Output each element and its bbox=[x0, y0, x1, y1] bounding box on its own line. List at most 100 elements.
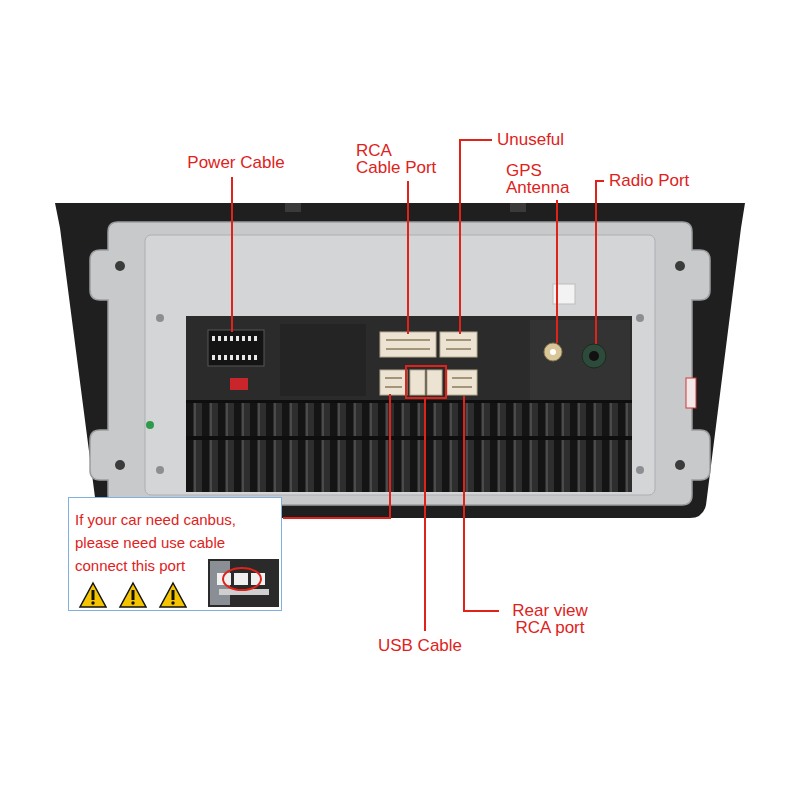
port-photo-part bbox=[223, 568, 261, 590]
port-photo-part bbox=[208, 559, 279, 607]
metal-plate bbox=[146, 421, 154, 429]
warning-mark bbox=[132, 590, 135, 600]
power-connector bbox=[248, 336, 251, 341]
power-connector bbox=[254, 336, 257, 341]
power-connector bbox=[254, 355, 257, 360]
antenna-port bbox=[582, 344, 606, 368]
white-connector bbox=[380, 332, 436, 357]
metal-plate bbox=[636, 314, 644, 322]
power-connector bbox=[230, 355, 233, 360]
text-holder: If your car need canbus, please need use… bbox=[75, 508, 267, 577]
power-connector bbox=[242, 336, 245, 341]
part-label: RCA Cable Port bbox=[356, 142, 448, 176]
radio-unit bbox=[186, 400, 632, 492]
warning-mark bbox=[91, 601, 94, 604]
power-connector bbox=[236, 355, 239, 360]
metal-plate bbox=[90, 222, 710, 505]
dash-bezel bbox=[285, 203, 301, 212]
white-connector bbox=[447, 370, 477, 395]
label-text: USB Cable bbox=[378, 636, 462, 655]
port-photo bbox=[208, 559, 279, 607]
radio-unit bbox=[186, 400, 632, 403]
power-connector bbox=[212, 336, 215, 341]
antenna-port bbox=[589, 351, 599, 361]
radio-unit bbox=[186, 436, 632, 440]
metal-plate bbox=[115, 261, 125, 271]
label-text: Rear view RCA port bbox=[512, 601, 588, 637]
power-connector bbox=[218, 355, 221, 360]
white-connector bbox=[380, 370, 407, 395]
radio-unit bbox=[186, 316, 632, 492]
callout-text: If your car need canbus, please need use… bbox=[75, 508, 267, 577]
label-text: Radio Port bbox=[609, 171, 689, 190]
metal-plate bbox=[145, 235, 655, 495]
warning-triangle bbox=[120, 583, 146, 607]
metal-plate bbox=[90, 222, 710, 505]
white-connector bbox=[427, 370, 442, 395]
warning-mark bbox=[172, 590, 175, 600]
radio-unit bbox=[280, 324, 366, 396]
leader-line bbox=[596, 181, 604, 344]
power-connector bbox=[208, 330, 264, 390]
warning-mark bbox=[92, 590, 95, 600]
metal-plate bbox=[156, 466, 164, 474]
metal-plate bbox=[686, 378, 696, 408]
metal-plate bbox=[156, 314, 164, 322]
label-text: GPS Antenna bbox=[506, 161, 569, 197]
metal-plate bbox=[675, 261, 685, 271]
power-connector bbox=[230, 336, 233, 341]
label-text: Unuseful bbox=[497, 130, 564, 149]
power-connector bbox=[248, 355, 251, 360]
power-connector bbox=[230, 378, 248, 390]
leader-line bbox=[231, 177, 233, 332]
dash-bezel bbox=[55, 203, 745, 518]
metal-plate bbox=[675, 460, 685, 470]
antenna-port bbox=[544, 343, 606, 368]
warning-mark bbox=[171, 601, 174, 604]
power-connector bbox=[212, 355, 215, 360]
dash-bezel bbox=[55, 203, 745, 518]
leader-line bbox=[460, 140, 492, 334]
power-connector bbox=[236, 336, 239, 341]
leader-line bbox=[424, 398, 426, 631]
white-connector bbox=[380, 332, 477, 398]
leader-line bbox=[464, 396, 499, 611]
part-label: Rear view RCA port bbox=[503, 602, 597, 636]
power-connector bbox=[224, 336, 227, 341]
antenna-port bbox=[550, 349, 556, 355]
part-label: Power Cable bbox=[180, 154, 292, 171]
port-photo-part bbox=[251, 573, 265, 585]
part-label: Radio Port bbox=[609, 172, 709, 189]
part-label: GPS Antenna bbox=[506, 162, 578, 196]
leader-line bbox=[283, 394, 390, 518]
leader-line bbox=[556, 200, 558, 343]
power-connector bbox=[224, 355, 227, 360]
leader-line bbox=[407, 181, 409, 334]
port-photo-part bbox=[234, 573, 248, 585]
warning-triangle bbox=[80, 583, 106, 607]
dash-bezel bbox=[510, 203, 526, 212]
radio-unit bbox=[530, 320, 630, 400]
metal-plate bbox=[636, 466, 644, 474]
port-photo-part bbox=[210, 561, 230, 605]
power-connector bbox=[218, 336, 221, 341]
antenna-port bbox=[544, 343, 562, 361]
power-connector bbox=[242, 355, 245, 360]
white-connector bbox=[440, 332, 477, 357]
callout-box: If your car need canbus, please need use… bbox=[68, 497, 282, 611]
white-connector bbox=[406, 366, 446, 398]
label-text: RCA Cable Port bbox=[356, 141, 436, 177]
part-label: USB Cable bbox=[365, 637, 475, 654]
label-text: Power Cable bbox=[187, 153, 284, 172]
part-label: Unuseful bbox=[497, 131, 587, 148]
white-connector bbox=[410, 370, 425, 395]
wrap-spacer bbox=[398, 142, 448, 159]
leader-line bbox=[232, 140, 604, 631]
white-connector bbox=[385, 340, 472, 387]
warning-triangle bbox=[160, 583, 186, 607]
warning-mark bbox=[131, 601, 134, 604]
power-connector bbox=[208, 330, 264, 366]
